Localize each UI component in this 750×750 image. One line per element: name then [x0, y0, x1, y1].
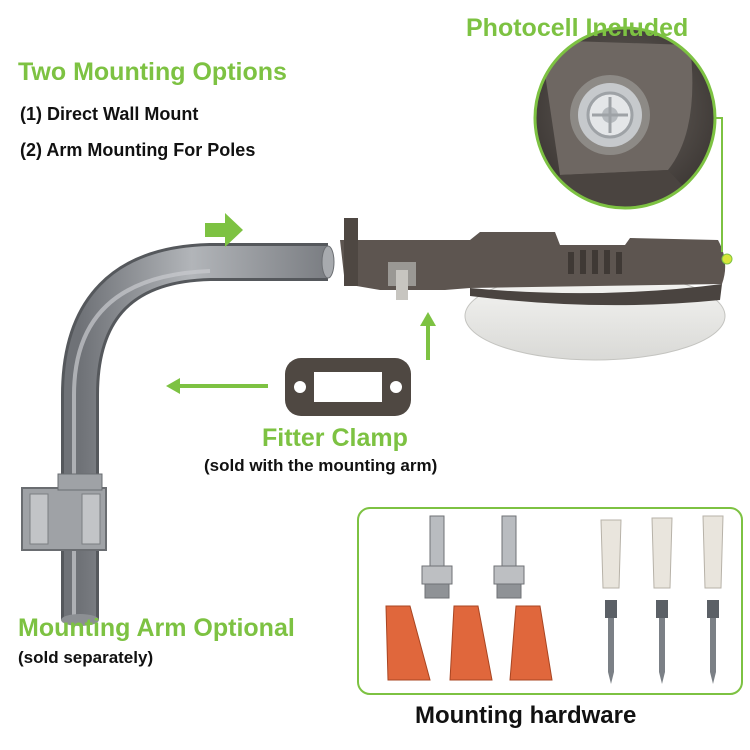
- option-direct-wall-mount: (1) Direct Wall Mount: [20, 104, 199, 124]
- photocell-title: Photocell Included: [466, 14, 689, 42]
- screw: [605, 600, 617, 684]
- arrow-up-icon: [420, 312, 436, 360]
- fitter-clamp-title: Fitter Clamp: [262, 424, 408, 452]
- photocell-zoom-callout: [533, 26, 723, 252]
- wall-anchor: [600, 519, 622, 589]
- bolt: [421, 515, 453, 599]
- wall-anchor: [651, 517, 673, 589]
- arrow-left-icon: [166, 378, 268, 394]
- mounting-options-title: Two Mounting Options: [18, 58, 287, 86]
- wire-nut: [449, 605, 493, 681]
- fitter-clamp: [285, 358, 411, 416]
- wire-nut: [385, 605, 431, 681]
- hardware-title: Mounting hardware: [415, 702, 637, 729]
- wire-nut: [509, 605, 553, 681]
- bolt: [493, 515, 525, 599]
- option-arm-mounting: (2) Arm Mounting For Poles: [20, 140, 256, 160]
- mounting-arm-note: (sold separately): [18, 648, 154, 667]
- mounting-arm: [21, 243, 335, 626]
- fitter-clamp-note: (sold with the mounting arm): [204, 456, 438, 475]
- screw: [656, 600, 668, 684]
- barn-light-fixture: [340, 218, 733, 361]
- mounting-arm-title: Mounting Arm Optional: [18, 614, 295, 642]
- wall-anchor: [702, 515, 724, 589]
- arrow-right-icon: [205, 213, 243, 247]
- screw: [707, 600, 719, 684]
